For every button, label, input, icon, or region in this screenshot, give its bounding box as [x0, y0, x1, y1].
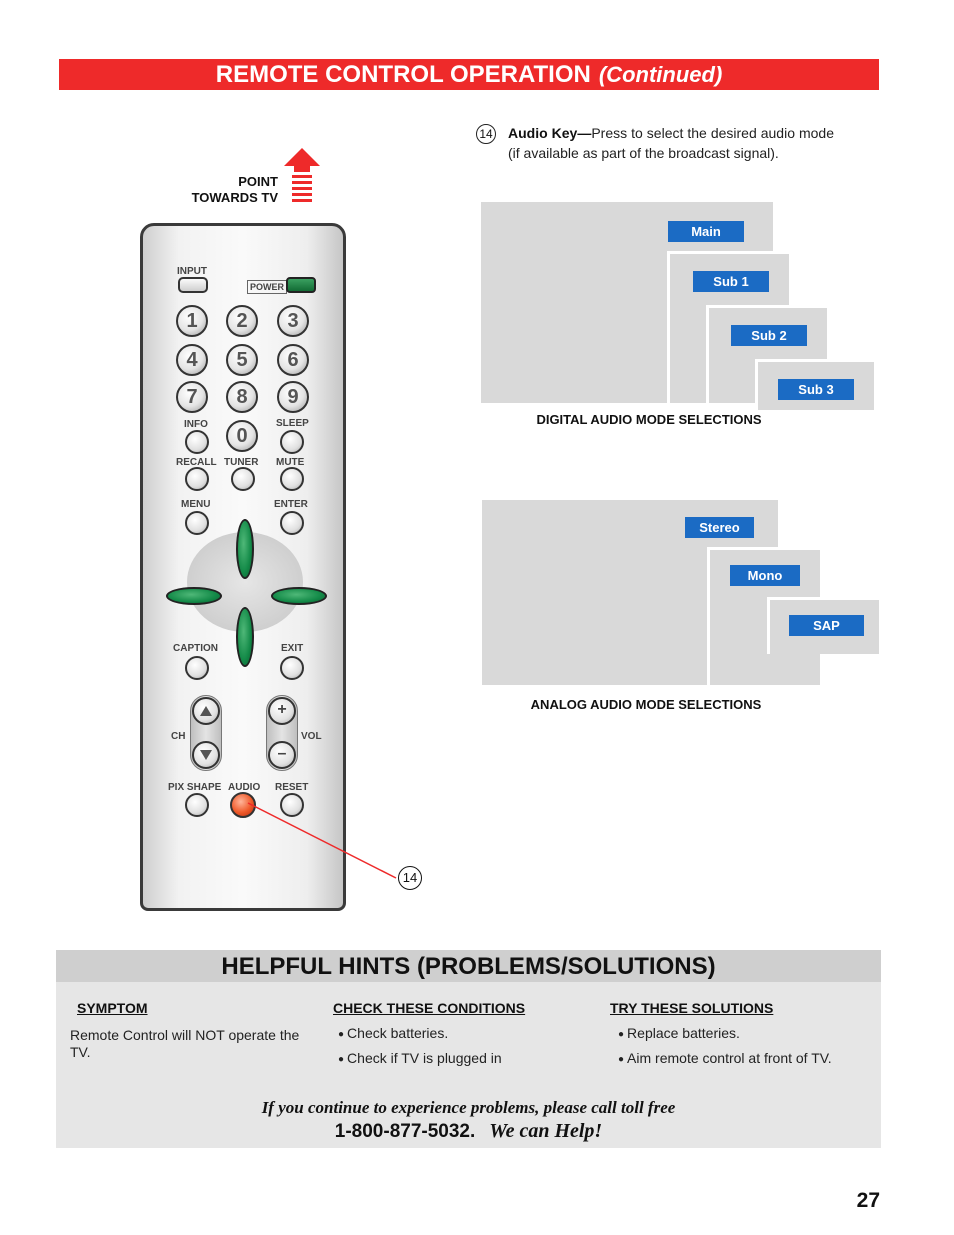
phone-number: 1-800-877-5032.	[334, 1121, 476, 1142]
input-button[interactable]	[178, 277, 208, 293]
digit-1-button[interactable]: 1	[176, 305, 208, 337]
analog-caption: ANALOG AUDIO MODE SELECTIONS	[530, 697, 762, 712]
remote-control: INPUT POWER 1 2 3 4 5 6 7 8 9 INFO SLEEP…	[140, 223, 346, 911]
reset-label: RESET	[275, 782, 309, 793]
section-title: REMOTE CONTROL OPERATION	[215, 60, 591, 88]
volume-down-button[interactable]: –	[268, 741, 296, 769]
section-title-bar: REMOTE CONTROL OPERATION (Continued)	[59, 59, 879, 90]
point-label-line2: TOWARDS TV	[191, 190, 278, 205]
enter-label: ENTER	[274, 499, 308, 510]
solution-item: Aim remote control at front of TV.	[618, 1050, 832, 1066]
page-number: 27	[856, 1189, 880, 1212]
nav-left-button[interactable]	[166, 587, 222, 605]
sleep-label: SLEEP	[276, 418, 309, 429]
power-label: POWER	[247, 280, 288, 294]
help-line: If you continue to experience problems, …	[261, 1098, 676, 1117]
mode-sub3: Sub 3	[778, 379, 854, 400]
channel-up-button[interactable]	[192, 697, 220, 725]
arrow-up-icon	[284, 148, 320, 202]
audio-key-description: 14 Audio Key—Press to select the desired…	[476, 123, 834, 163]
digit-5-button[interactable]: 5	[226, 344, 258, 376]
audio-button[interactable]	[230, 792, 256, 818]
input-label: INPUT	[177, 266, 207, 277]
ch-label: CH	[171, 731, 186, 742]
recall-button[interactable]	[185, 467, 209, 491]
symptom-header: SYMPTOM	[77, 1000, 148, 1016]
triangle-up-icon	[200, 706, 212, 716]
callout-number-badge: 14	[398, 866, 422, 890]
mode-sap: SAP	[789, 615, 864, 636]
exit-label: EXIT	[281, 643, 304, 654]
tuner-label: TUNER	[224, 457, 259, 468]
nav-up-button[interactable]	[236, 519, 254, 579]
mode-sub2: Sub 2	[731, 325, 807, 346]
digit-3-button[interactable]: 3	[277, 305, 309, 337]
mute-label: MUTE	[276, 457, 305, 468]
nav-right-button[interactable]	[271, 587, 327, 605]
digit-8-button[interactable]: 8	[226, 381, 258, 413]
item-number-badge: 14	[476, 124, 496, 144]
channel-rocker	[190, 695, 222, 771]
pixshape-button[interactable]	[185, 793, 209, 817]
recall-label: RECALL	[176, 457, 217, 468]
sleep-button[interactable]	[280, 430, 304, 454]
mode-mono: Mono	[730, 565, 800, 586]
section-title-continued: (Continued)	[598, 61, 723, 87]
info-label: INFO	[184, 419, 208, 430]
caption-button[interactable]	[185, 656, 209, 680]
channel-down-button[interactable]	[192, 741, 220, 769]
audio-label: AUDIO	[228, 782, 261, 793]
enter-button[interactable]	[280, 511, 304, 535]
mode-stereo: Stereo	[685, 517, 754, 538]
digit-6-button[interactable]: 6	[277, 344, 309, 376]
nav-down-button[interactable]	[236, 607, 254, 667]
menu-button[interactable]	[185, 511, 209, 535]
vol-label: VOL	[301, 731, 322, 742]
menu-label: MENU	[181, 499, 211, 510]
helpful-hints-box: HELPFUL HINTS (PROBLEMS/SOLUTIONS) SYMPT…	[56, 950, 881, 1148]
triangle-down-icon	[200, 750, 212, 760]
we-can-help: We can Help!	[489, 1120, 603, 1142]
digital-caption: DIGITAL AUDIO MODE SELECTIONS	[536, 412, 762, 427]
help-contact: 1-800-877-5032. We can Help!	[56, 1120, 881, 1143]
reset-button[interactable]	[280, 793, 304, 817]
solution-item: Replace batteries.	[618, 1025, 740, 1041]
audio-key-text: Audio Key—Press to select the desired au…	[508, 123, 834, 163]
digit-2-button[interactable]: 2	[226, 305, 258, 337]
digit-4-button[interactable]: 4	[176, 344, 208, 376]
point-label-line1: POINT	[238, 174, 278, 189]
caption-label: CAPTION	[173, 643, 218, 654]
info-button[interactable]	[185, 430, 209, 454]
volume-up-button[interactable]: +	[268, 697, 296, 725]
pixshape-label: PIX SHAPE	[168, 782, 222, 793]
mute-button[interactable]	[280, 467, 304, 491]
condition-item: Check if TV is plugged in	[338, 1050, 502, 1066]
tuner-button[interactable]	[231, 467, 255, 491]
solutions-header: TRY THESE SOLUTIONS	[610, 1000, 774, 1016]
audio-key-desc: Press to select the desired audio mode (…	[508, 125, 834, 161]
digit-9-button[interactable]: 9	[277, 381, 309, 413]
digit-7-button[interactable]: 7	[176, 381, 208, 413]
mode-main: Main	[668, 221, 744, 242]
volume-rocker: + –	[266, 695, 298, 771]
hints-title: HELPFUL HINTS (PROBLEMS/SOLUTIONS)	[56, 950, 881, 982]
symptom-text: Remote Control will NOT operate the TV.	[70, 1027, 300, 1060]
condition-item: Check batteries.	[338, 1025, 448, 1041]
exit-button[interactable]	[280, 656, 304, 680]
conditions-header: CHECK THESE CONDITIONS	[333, 1000, 526, 1016]
point-towards-tv-label: POINT TOWARDS TV	[178, 174, 278, 206]
digit-0-button[interactable]: 0	[226, 420, 258, 452]
mode-sub1: Sub 1	[693, 271, 769, 292]
audio-key-name: Audio Key—	[508, 125, 592, 141]
power-button[interactable]	[286, 277, 316, 293]
